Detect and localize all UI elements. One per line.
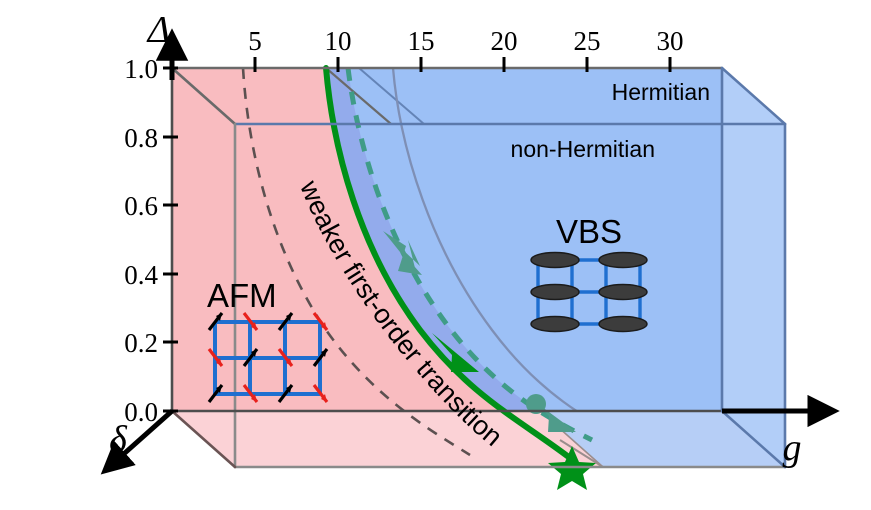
xtick-2: 15 — [408, 26, 435, 56]
ytick-1: 0.2 — [124, 328, 158, 358]
vbs-dimers — [530, 251, 648, 333]
xtick-5: 30 — [657, 26, 684, 56]
box-wireframe — [170, 66, 787, 469]
afm-arrow-heads — [216, 313, 327, 402]
axis-label-g: g — [783, 427, 802, 469]
back-boundary-curve — [391, 68, 629, 411]
label-hermitian: Hermitian — [612, 79, 710, 105]
axis-arrows — [100, 28, 840, 475]
y-axis-ticks — [163, 66, 178, 413]
bottom-face — [172, 411, 785, 467]
label-afm: AFM — [207, 277, 277, 314]
ytick-3: 0.6 — [124, 191, 158, 221]
afm-lattice-diagram — [207, 312, 329, 403]
label-non-hermitian: non-Hermitian — [511, 136, 655, 162]
axis-label-delta-small: δ — [109, 419, 128, 461]
axis-label-delta-capital: Δ — [146, 9, 170, 51]
ytick-5: 1.0 — [124, 54, 158, 84]
label-vbs: VBS — [556, 213, 622, 250]
xtick-4: 25 — [574, 26, 601, 56]
ytick-4: 0.8 — [124, 123, 158, 153]
right-side-face — [722, 68, 785, 467]
vbs-lattice-diagram — [530, 251, 648, 333]
first-order-transition-curve — [323, 65, 573, 461]
xtick-0: 5 — [248, 26, 262, 56]
xtick-1: 10 — [325, 26, 352, 56]
hermitian-dashed-curve — [345, 67, 594, 443]
ytick-0: 0.0 — [124, 397, 158, 427]
ytick-2: 0.4 — [124, 260, 158, 290]
x-axis-ticks — [253, 57, 672, 72]
xtick-3: 20 — [491, 26, 518, 56]
critical-endpoint-circle — [526, 394, 546, 414]
